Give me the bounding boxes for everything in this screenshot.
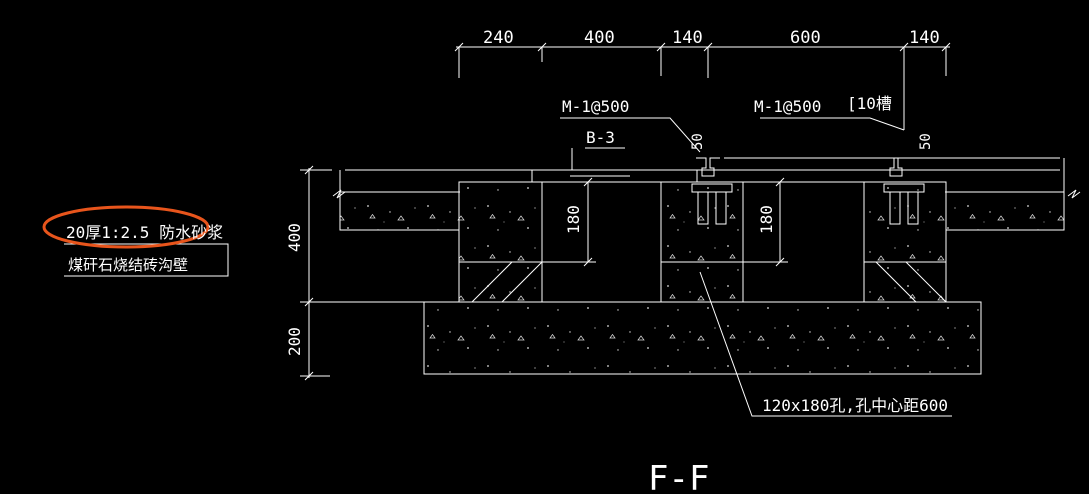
dim-left-400: 400 <box>285 223 304 252</box>
cover-plate <box>531 169 698 183</box>
label-channel: [10槽 <box>847 94 892 113</box>
ground-layer <box>332 158 1081 231</box>
trench-walls <box>458 181 947 303</box>
highlight-ellipse <box>42 205 210 249</box>
dim-top-240: 240 <box>483 28 514 48</box>
top-dimension-line <box>454 42 951 130</box>
dim-small-50-right: 50 <box>918 133 934 150</box>
label-wall: 煤矸石烧结砖沟壁 <box>68 256 188 274</box>
channel-anchors <box>691 157 1060 225</box>
drawing-geometry <box>64 42 1081 417</box>
dim-inner-180-right: 180 <box>757 205 776 234</box>
leader-lines <box>64 117 952 417</box>
label-holes: 120x180孔,孔中心距600 <box>762 396 948 415</box>
dim-top-400: 400 <box>584 28 615 48</box>
base-slab <box>423 301 982 375</box>
dim-small-50-left: 50 <box>690 133 706 150</box>
label-mortar: 20厚1:2.5 防水砂浆 <box>66 223 223 242</box>
label-m1-left: M-1@500 <box>562 97 629 116</box>
left-dimension-line <box>300 165 424 381</box>
label-m1-right: M-1@500 <box>754 97 821 116</box>
label-b3: B-3 <box>586 128 615 147</box>
dim-left-200: 200 <box>285 327 304 356</box>
dim-top-140b: 140 <box>909 28 940 48</box>
dim-inner-180-left: 180 <box>564 205 583 234</box>
dim-top-600: 600 <box>790 28 821 48</box>
section-title: F-F <box>648 459 709 494</box>
dim-top-140: 140 <box>672 28 703 48</box>
inner-dimensions <box>542 177 788 267</box>
